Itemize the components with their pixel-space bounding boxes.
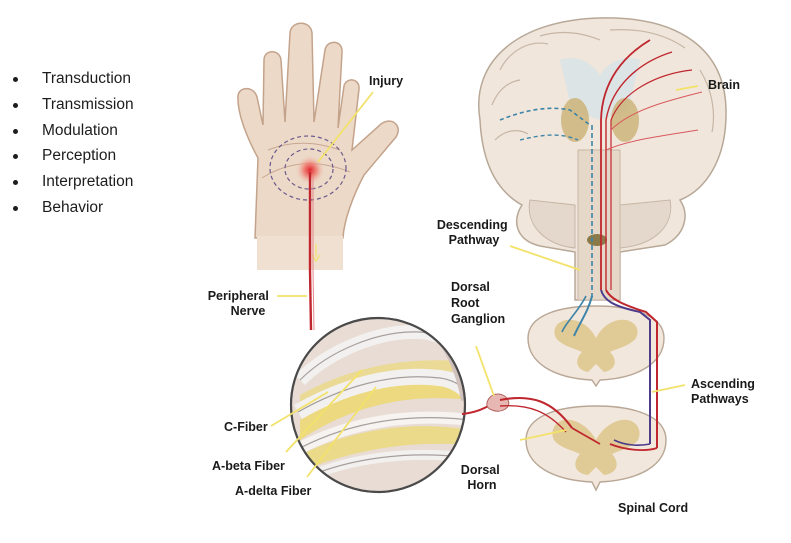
palm-shape — [238, 23, 398, 238]
label-ascending-pathways: Ascending Pathways — [691, 377, 758, 406]
brain-section — [479, 18, 726, 300]
brainstem — [578, 150, 620, 300]
wrist — [257, 236, 343, 270]
label-spinal-cord: Spinal Cord — [618, 501, 688, 515]
label-peripheral-nerve: Peripheral Nerve — [208, 289, 273, 318]
label-descending-pathway: Descending Pathway — [437, 218, 511, 247]
label-c-fiber: C-Fiber — [224, 420, 268, 434]
label-dorsal-horn: Dorsal Horn — [461, 463, 503, 492]
label-dorsal-root-ganglion: Dorsal Root Ganglion — [451, 280, 505, 326]
hand-illustration — [238, 23, 398, 270]
label-a-delta-fiber: A-delta Fiber — [235, 484, 312, 498]
nerve-fiber-magnified — [290, 316, 472, 496]
label-injury: Injury — [369, 74, 403, 88]
spinal-segment-lower — [526, 406, 666, 490]
peripheral-nerve-line — [310, 172, 311, 330]
spinal-segment-upper — [528, 306, 664, 386]
thalamus — [611, 98, 639, 142]
label-a-beta-fiber: A-beta Fiber — [212, 459, 285, 473]
brainstem-nucleus — [587, 234, 607, 246]
label-brain: Brain — [708, 78, 740, 92]
dorsal-root-ganglion — [487, 394, 509, 411]
